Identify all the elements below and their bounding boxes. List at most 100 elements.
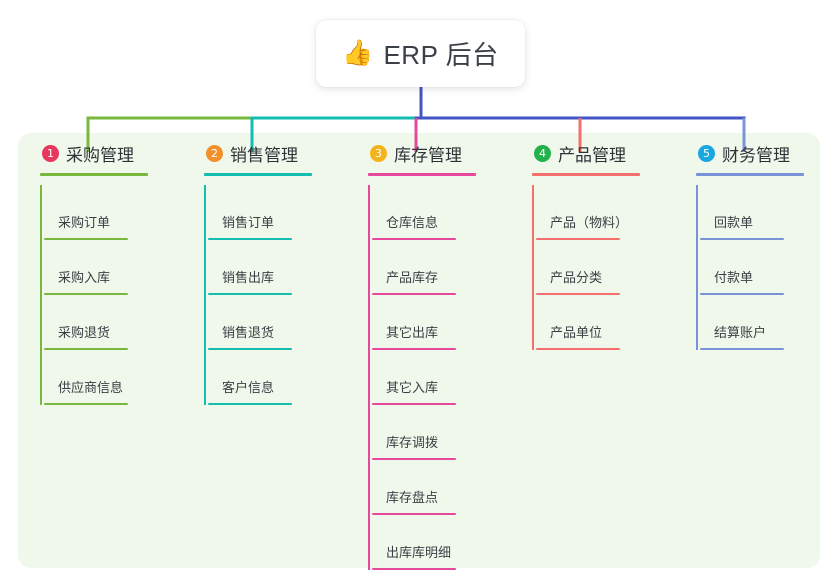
branch-spine — [204, 185, 206, 405]
branch-item-underline — [372, 348, 456, 350]
branch-item-underline — [208, 348, 292, 350]
branch-item-label: 产品（物料） — [550, 215, 629, 230]
branch-item-label: 其它入库 — [386, 380, 439, 395]
branch-title: 财务管理 — [722, 145, 790, 165]
branch-item-label: 付款单 — [714, 270, 754, 285]
branch-badge-number: 5 — [698, 144, 715, 162]
branch-spine — [532, 185, 534, 350]
branch-item-label: 采购订单 — [58, 215, 111, 230]
branch-item[interactable]: 其它出库 — [368, 295, 462, 350]
branch-item-underline — [372, 513, 456, 515]
branch-item[interactable]: 仓库信息 — [368, 185, 462, 240]
branch-item-underline — [208, 238, 292, 240]
branch-item-label: 库存调拨 — [386, 435, 439, 450]
branch-item-label: 回款单 — [714, 215, 754, 230]
branch-item-list: 回款单付款单结算账户 — [692, 185, 790, 350]
branch-title: 库存管理 — [394, 145, 462, 165]
branch-item-underline — [44, 238, 128, 240]
branch-item-label: 仓库信息 — [386, 215, 439, 230]
branches-panel — [18, 133, 820, 568]
branch-header-underline — [368, 173, 476, 176]
branch-item[interactable]: 销售出库 — [204, 240, 298, 295]
branch-item-underline — [208, 403, 292, 405]
branch-item-underline — [372, 568, 456, 570]
branch-column-1: 1 采购管理采购订单采购入库采购退货供应商信息 — [36, 140, 148, 405]
branch-item[interactable]: 回款单 — [696, 185, 790, 240]
branch-header-underline — [204, 173, 312, 176]
branch-item-label: 销售出库 — [222, 270, 275, 285]
branch-item-label: 采购退货 — [58, 325, 111, 340]
branch-column-3: 3 库存管理仓库信息产品库存其它出库其它入库库存调拨库存盘点出库库明细 — [364, 140, 476, 570]
branch-header-3[interactable]: 3 库存管理 — [364, 140, 476, 176]
branch-item[interactable]: 结算账户 — [696, 295, 790, 350]
branch-title: 产品管理 — [558, 145, 626, 165]
branch-item[interactable]: 产品（物料） — [532, 185, 629, 240]
branch-column-4: 4 产品管理产品（物料） 产品分类产品单位 — [528, 140, 640, 350]
branch-item-label: 销售订单 — [222, 215, 275, 230]
root-node[interactable]: 👍 ERP 后台 — [316, 20, 525, 87]
branch-item-label: 产品单位 — [550, 325, 603, 340]
branch-item-underline — [700, 238, 784, 240]
branch-header-2[interactable]: 2 销售管理 — [200, 140, 312, 176]
branch-item-underline — [44, 348, 128, 350]
branch-header-underline — [696, 173, 804, 176]
branch-header-4[interactable]: 4 产品管理 — [528, 140, 640, 176]
branch-item[interactable]: 其它入库 — [368, 350, 462, 405]
branch-item[interactable]: 产品单位 — [532, 295, 626, 350]
branch-title: 销售管理 — [230, 145, 298, 165]
branch-title: 采购管理 — [66, 145, 134, 165]
branch-item[interactable]: 销售退货 — [204, 295, 298, 350]
thumbs-up-icon: 👍 — [342, 39, 374, 67]
branch-badge-number: 4 — [534, 144, 551, 162]
branch-badge-number: 3 — [370, 144, 387, 162]
branch-header-underline — [532, 173, 640, 176]
branch-item-label: 采购入库 — [58, 270, 111, 285]
branch-item-underline — [44, 293, 128, 295]
branch-item-underline — [536, 238, 620, 240]
branch-item-underline — [372, 458, 456, 460]
branch-item[interactable]: 出库库明细 — [368, 515, 462, 570]
branch-badge-number: 2 — [206, 144, 223, 162]
root-node-title: ERP 后台 — [383, 40, 499, 70]
branch-item-underline — [372, 293, 456, 295]
branch-header-5[interactable]: 5 财务管理 — [692, 140, 804, 176]
branch-spine — [696, 185, 698, 350]
branch-item[interactable]: 库存盘点 — [368, 460, 462, 515]
branch-item[interactable]: 付款单 — [696, 240, 790, 295]
branch-item[interactable]: 产品分类 — [532, 240, 626, 295]
branch-column-5: 5 财务管理回款单付款单结算账户 — [692, 140, 804, 350]
branch-item-underline — [536, 348, 620, 350]
branch-item-underline — [536, 293, 620, 295]
branch-item-underline — [44, 403, 128, 405]
branch-item-underline — [372, 403, 456, 405]
branch-item[interactable]: 采购入库 — [40, 240, 134, 295]
branch-header-1[interactable]: 1 采购管理 — [36, 140, 148, 176]
branch-item-list: 销售订单销售出库销售退货客户信息 — [200, 185, 298, 405]
branch-item-underline — [372, 238, 456, 240]
branch-item-label: 结算账户 — [714, 325, 767, 340]
branch-item-label: 客户信息 — [222, 380, 275, 395]
branch-column-2: 2 销售管理销售订单销售出库销售退货客户信息 — [200, 140, 312, 405]
branch-item-underline — [700, 293, 784, 295]
branch-item-label: 销售退货 — [222, 325, 275, 340]
branch-item-label: 其它出库 — [386, 325, 439, 340]
branch-item-list: 采购订单采购入库采购退货供应商信息 — [36, 185, 134, 405]
branch-item-label: 供应商信息 — [58, 380, 124, 395]
branch-item-label: 产品库存 — [386, 270, 439, 285]
branch-item[interactable]: 采购订单 — [40, 185, 134, 240]
branch-item[interactable]: 产品库存 — [368, 240, 462, 295]
branch-item[interactable]: 采购退货 — [40, 295, 134, 350]
branch-item-underline — [700, 348, 784, 350]
branch-item-label: 出库库明细 — [386, 545, 452, 560]
branch-item[interactable]: 库存调拨 — [368, 405, 462, 460]
branch-item-label: 产品分类 — [550, 270, 603, 285]
branch-spine — [40, 185, 42, 405]
branch-item[interactable]: 销售订单 — [204, 185, 298, 240]
branch-item-label: 库存盘点 — [386, 490, 439, 505]
branch-item[interactable]: 客户信息 — [204, 350, 298, 405]
branch-badge-number: 1 — [42, 144, 59, 162]
branch-item-list: 仓库信息产品库存其它出库其它入库库存调拨库存盘点出库库明细 — [364, 185, 462, 570]
branch-item[interactable]: 供应商信息 — [40, 350, 134, 405]
branch-spine — [368, 185, 370, 570]
